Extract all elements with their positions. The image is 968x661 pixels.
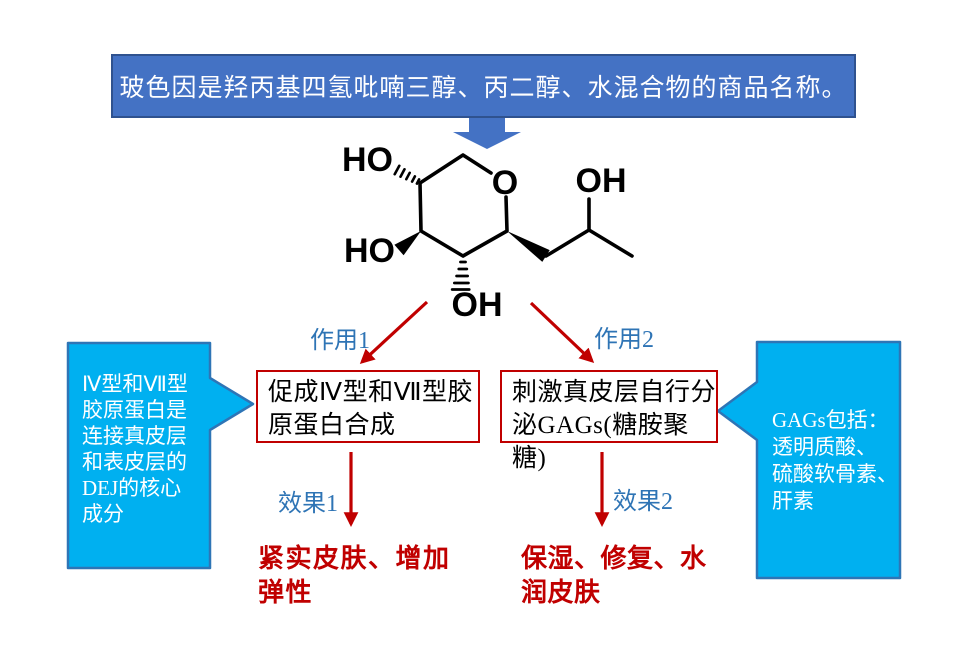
action2-box: 刺激真皮层自行分 泌GAGs(糖胺聚糖) (500, 370, 718, 472)
atom-label-ho-top: HO (342, 141, 393, 179)
hashed-bond (393, 164, 421, 185)
wedge-bond (394, 231, 421, 256)
action1-arrow (359, 300, 429, 364)
atom-label-oh-bottom: OH (452, 286, 503, 324)
atom-label-ho-left: HO (344, 232, 395, 270)
action2-label: 作用2 (594, 327, 654, 353)
hashed-bond (450, 260, 471, 291)
result1-text: 紧实皮肤、增加 弹性 (258, 544, 451, 607)
bond-path (544, 197, 591, 258)
left-callout-text: Ⅳ型和Ⅶ型 胶原蛋白是 连接真皮层 和表皮层的 DEJ的核心 成分 (82, 372, 188, 526)
effect2-label: 效果2 (613, 489, 673, 515)
bond-path (587, 228, 634, 258)
left-callout-shape (66, 341, 255, 570)
atom-label-oh-chain: OH (576, 162, 627, 200)
molecule-structure: HO HO O OH OH (342, 141, 634, 324)
result2-text: 保湿、修复、水 润皮肤 (521, 544, 707, 607)
bond-path (418, 153, 493, 185)
right-callout-shape (716, 340, 902, 580)
title-banner: 玻色因是羟丙基四氢吡喃三醇、丙二醇、水混合物的商品名称。 (111, 54, 856, 118)
action2-arrow (529, 301, 595, 364)
action1-label: 作用1 (310, 328, 370, 354)
wedge-bond (507, 231, 550, 262)
right-callout-text: GAGs包括： 透明质酸、 硫酸软骨素、 肝素 (772, 408, 898, 513)
effect1-label: 效果1 (278, 491, 338, 517)
down-arrow-icon (453, 118, 521, 149)
atom-label-ring-o: O (492, 164, 518, 202)
action1-box: 促成Ⅳ型和Ⅶ型胶 原蛋白合成 (256, 370, 480, 443)
bond-path (418, 181, 509, 258)
